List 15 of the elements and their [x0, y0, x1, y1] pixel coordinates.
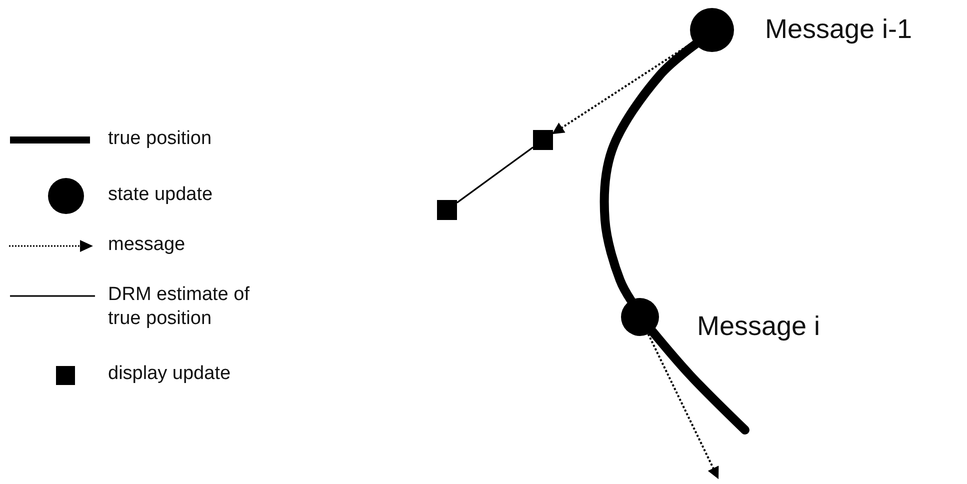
legend-label: DRM estimate of true position: [108, 283, 250, 331]
display-update-square: [533, 130, 553, 150]
message-label: Message i: [697, 311, 820, 342]
legend-label: true position: [108, 127, 213, 151]
message-label: Message i-1: [765, 14, 912, 45]
legend-label: state update: [108, 183, 214, 207]
message-arrow: [647, 334, 719, 480]
legend-label: display update: [108, 362, 232, 386]
state-update-dot: [690, 8, 734, 52]
legend-label: message: [108, 233, 186, 257]
estimate-line: [456, 146, 534, 204]
display-update-square: [437, 200, 457, 220]
true-position-path: [648, 326, 750, 434]
state-update-dot: [621, 298, 659, 336]
true-position-path: [600, 40, 700, 305]
